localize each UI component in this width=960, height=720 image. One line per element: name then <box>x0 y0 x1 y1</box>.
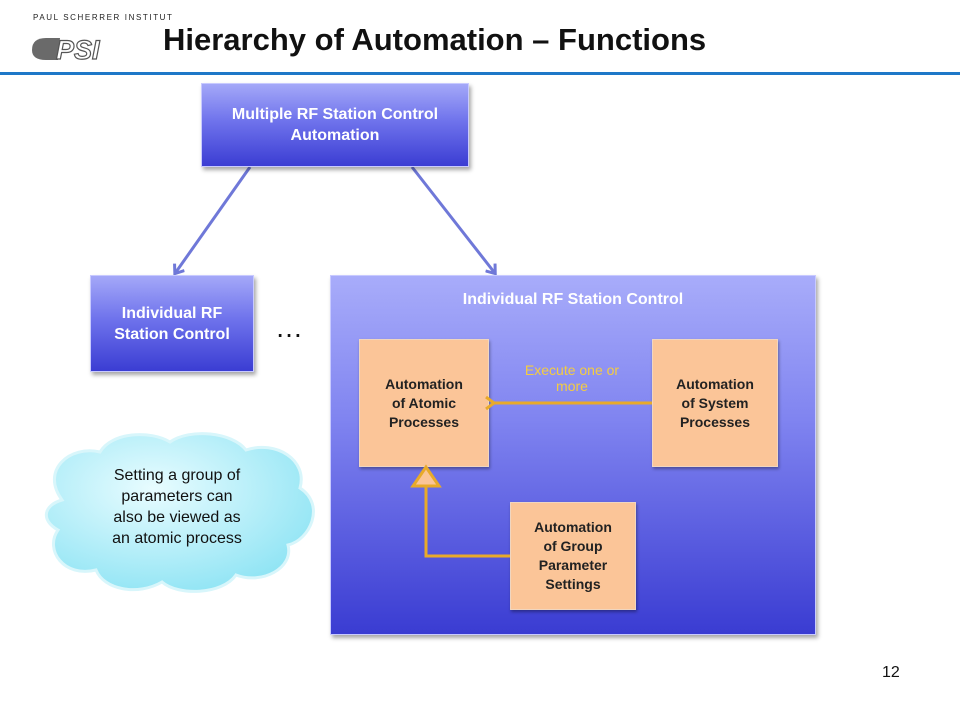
slide-title: Hierarchy of Automation – Functions <box>163 22 707 57</box>
arrow-top-to-big <box>410 166 494 272</box>
institute-name: PAUL SCHERRER INSTITUT <box>33 13 174 22</box>
arrow-top-to-left <box>176 166 252 272</box>
psi-logo-icon: PSI <box>32 34 101 64</box>
title-rule <box>0 72 960 75</box>
svg-text:PSI: PSI <box>56 35 100 64</box>
container-title: Individual RF Station Control <box>462 291 684 308</box>
page-number: 12 <box>882 664 900 681</box>
inheritance-group-to-atomic <box>424 484 510 558</box>
cloud-note: Setting a group of parameters can also b… <box>112 467 242 547</box>
inheritance-triangle-icon <box>410 464 442 488</box>
ellipsis: … <box>275 312 305 343</box>
